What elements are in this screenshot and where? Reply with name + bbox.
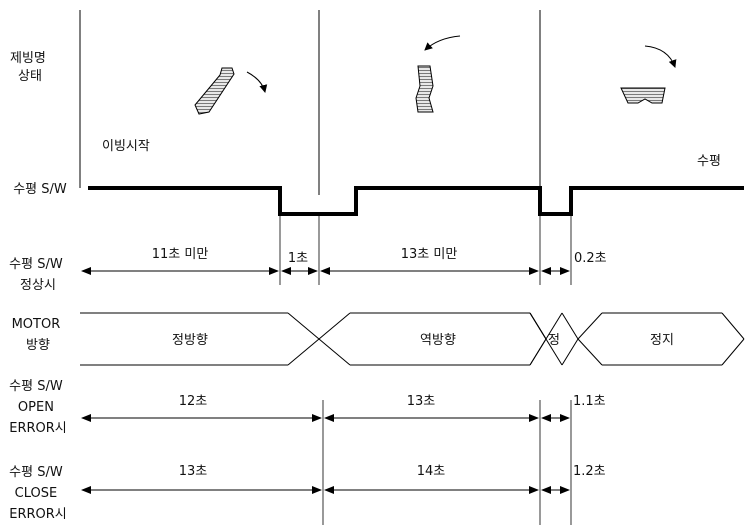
- tray-flat-icon: [620, 87, 666, 104]
- row-label-level-sw-normal: 수평 S/W 정상시: [9, 257, 67, 293]
- row-label-defrost-state: 제빙명 상태: [10, 51, 50, 84]
- tray-tilt-icon: [194, 67, 235, 115]
- open-error-label-2: 13초: [407, 394, 436, 409]
- motor-direction-band: [80, 312, 745, 366]
- close-error-label-1: 13초: [179, 464, 208, 479]
- normal-label-1: 11초 미만: [152, 247, 209, 262]
- row-label-open-error: 수평 S/W OPEN ERROR시: [9, 379, 67, 436]
- open-error-label-3: 1.1초: [573, 394, 606, 409]
- level-end-label: 수평: [697, 154, 721, 169]
- row-label-close-error: 수평 S/W CLOSE ERROR시: [9, 465, 67, 522]
- close-error-label-3: 1.2초: [573, 464, 606, 479]
- row-label-level-sw: 수평 S/W: [13, 182, 67, 197]
- row-label-motor-direction: MOTOR 방향: [12, 317, 65, 353]
- normal-label-3: 13초 미만: [401, 247, 458, 262]
- open-error-label-1: 12초: [179, 394, 208, 409]
- motor-reverse-label: 역방향: [420, 333, 456, 348]
- normal-label-4: 0.2초: [574, 251, 607, 266]
- counterclockwise-arrow-icon: [424, 35, 461, 51]
- level-sw-waveform: [88, 186, 744, 216]
- motor-forward-label: 정방향: [172, 333, 208, 348]
- motor-stop-short-label: 정: [548, 333, 560, 348]
- clockwise-arrow-icon: [246, 71, 268, 93]
- clockwise-arrow-icon-2: [644, 45, 677, 68]
- close-error-label-2: 14초: [417, 464, 446, 479]
- normal-label-2: 1초: [288, 251, 308, 266]
- motor-stop-label: 정지: [650, 333, 674, 348]
- tray-vertical-icon: [415, 65, 434, 113]
- defrost-start-label: 이빙시작: [102, 139, 150, 154]
